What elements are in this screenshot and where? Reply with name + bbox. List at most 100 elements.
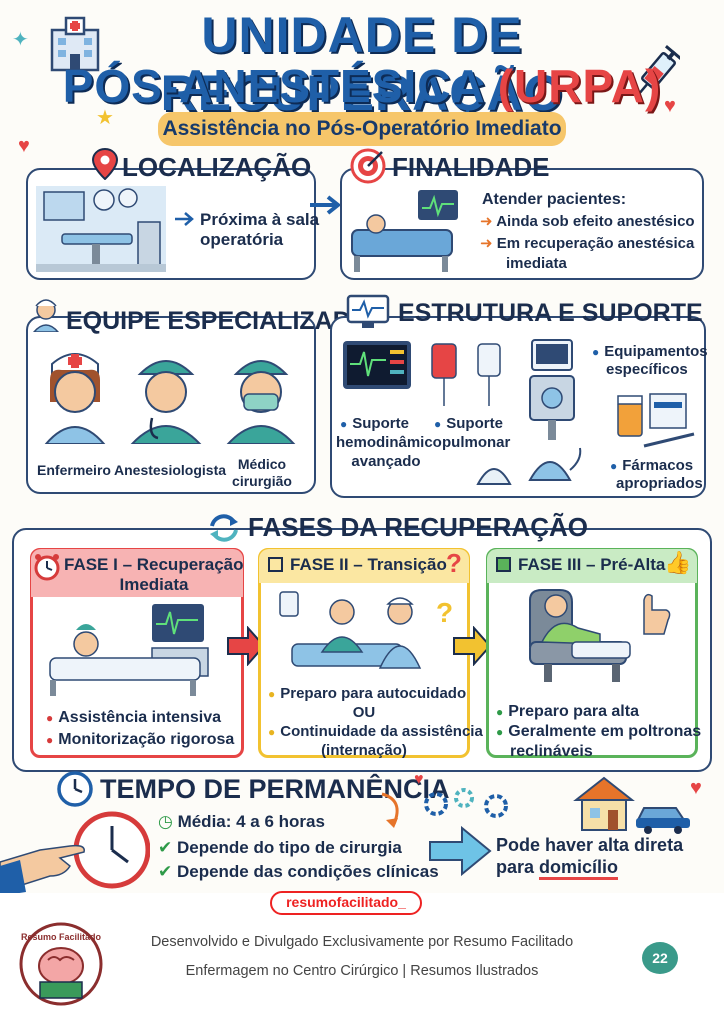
recliner-patient-illustration (529, 589, 671, 682)
estrutura-item3-line1: Equipamentos (592, 342, 707, 362)
page-subtitle: Assistência no Pós-Operatório Imediato (158, 112, 566, 146)
oxygen-masks-illustration (476, 447, 582, 485)
hand-clock-illustration (0, 811, 150, 896)
fase1-title-line1: FASE I – Recuperação (64, 555, 244, 574)
vitals-monitor-illustration (343, 341, 411, 389)
gears-icon (424, 788, 508, 818)
question-mark-icon: ? (446, 548, 462, 578)
finalidade-item2-line2: imediata (506, 255, 567, 272)
tempo-alta-text: para (496, 857, 540, 877)
tempo-alta-highlight: domicílio (539, 857, 619, 880)
arrow-icon: ➜ (480, 235, 497, 252)
finalidade-heading: FINALIDADE (392, 152, 550, 182)
finalidade-item1: ➜ Ainda sob efeito anestésico (480, 212, 695, 231)
tempo-alta-line2: para domicílio (496, 857, 619, 880)
alarm-clock-icon (34, 554, 60, 581)
patient-bed-illustration (351, 190, 458, 272)
tempo-item3-text: Depende das condições clínicas (176, 862, 439, 881)
finalidade-item2-text: Em recuperação anestésica (496, 235, 695, 252)
instagram-handle-badge: resumofacilitado_ (270, 891, 422, 915)
footer-line1: Desenvolvido e Divulgado Exclusivamente … (150, 934, 574, 950)
fase1-title-line2: Imediata (119, 575, 189, 594)
equipe-member-surgeon-line1: Médico (237, 456, 287, 472)
fase3-item1: Preparo para alta (496, 702, 639, 722)
fase2-or: OU (352, 704, 376, 721)
equipe-member-anesthesiologist: Anestesiologista (114, 462, 227, 478)
clock-icon (57, 771, 93, 807)
localizacao-text-line2: operatória (200, 230, 284, 249)
localizacao-heading: LOCALIZAÇÃO (122, 152, 312, 182)
surgeon-avatar (226, 360, 296, 444)
intensive-care-illustration (49, 604, 209, 696)
clock-icon: ◷ (158, 812, 178, 831)
finalidade-item1-text: Ainda sob efeito anestésico (496, 213, 695, 230)
heart-icon: ♥ (664, 95, 676, 117)
heart-icon: ♥ (18, 135, 30, 157)
curved-arrow-icon (381, 792, 399, 828)
refresh-cycle-icon (210, 514, 238, 542)
equipe-heading: EQUIPE ESPECIALIZADA (66, 307, 369, 335)
operating-room-illustration (36, 186, 166, 272)
fase1-item2: Monitorização rigorosa (46, 730, 234, 750)
house-car-illustration (573, 776, 690, 834)
medications-illustration (617, 393, 695, 448)
estrutura-item1-line2: hemodinâmico (336, 434, 442, 451)
finalidade-item2: ➜ Em recuperação anestésica (480, 234, 694, 253)
check-icon: ✔ (158, 862, 177, 881)
fase2-item1: Preparo para autocuidado (268, 684, 466, 704)
estrutura-item1-line3: avançado (351, 453, 421, 470)
localizacao-text-line1: Próxima à sala (200, 210, 320, 229)
tempo-item1-text: Média: 4 a 6 horas (177, 812, 325, 831)
nurse-avatar (44, 353, 106, 444)
heart-icon: ♥ (414, 771, 424, 788)
ventilator-illustration (529, 339, 575, 440)
heart-icon: ♥ (690, 777, 702, 799)
footer-line2: Enfermagem no Centro Cirúrgico | Resumos… (185, 963, 539, 979)
title-acronym: (URPA) (497, 60, 662, 112)
tempo-item1: ◷ Média: 4 a 6 horas (158, 812, 325, 831)
svg-text:?: ? (436, 597, 453, 628)
fase3-item2-line2: reclináveis (510, 743, 593, 760)
fase1-header (31, 549, 243, 597)
tempo-item2-text: Depende do tipo de cirurgia (176, 838, 402, 857)
fase1-item1: Assistência intensiva (46, 708, 221, 728)
tempo-item2: ✔ Depende do tipo de cirurgia (158, 838, 402, 857)
thumbs-up-icon: 👍 (664, 550, 692, 575)
page-title-line2: PÓS-ANESTÉSICA (URPA) (0, 58, 724, 114)
estrutura-item4-line1: Fármacos (610, 456, 693, 476)
hospital-icon (50, 16, 100, 72)
checkbox-icon (268, 557, 283, 572)
nurse-assisting-illustration: ? (279, 591, 453, 669)
arrow-right-icon (453, 626, 492, 666)
finalidade-panel (340, 168, 704, 280)
estrutura-item1-line1: Suporte (340, 414, 409, 434)
estrutura-item4-line2: apropriados (616, 475, 703, 492)
fases-heading: FASES DA RECUPERAÇÃO (248, 512, 588, 542)
nurse-icon (33, 299, 59, 332)
estrutura-heading: ESTRUTURA E SUPORTE (398, 299, 703, 327)
checkbox-icon (496, 557, 511, 572)
arrow-right-icon (227, 626, 266, 666)
target-icon (350, 148, 386, 184)
estrutura-item2-line1: Suporte (434, 414, 503, 434)
arrow-right-icon (310, 195, 342, 215)
anesthesiologist-avatar (130, 360, 202, 444)
monitor-icon (346, 294, 390, 328)
star-icon: ★ (96, 107, 114, 129)
fase2-title: FASE II – Transição (290, 555, 447, 574)
page-number: 22 (642, 942, 678, 974)
tempo-alta-line1: Pode haver alta direta (496, 835, 684, 855)
fase3-item2-line1: Geralmente em poltronas (496, 722, 701, 742)
fase2-item2-line1: Continuidade da assistência (268, 722, 483, 742)
iv-bags-illustration (431, 343, 501, 406)
fase2-header (259, 549, 469, 583)
equipe-member-nurse: Enfermeiro (37, 462, 111, 478)
arrow-right-icon (429, 826, 492, 876)
title-part: PÓS-ANESTÉSICA (62, 60, 498, 112)
sparkle-icon: ✦ (12, 29, 29, 51)
equipe-member-surgeon-line2: cirurgião (232, 473, 292, 489)
resumo-facilitado-logo: Resumo Facilitado (19, 922, 103, 1006)
check-icon: ✔ (158, 838, 177, 857)
arrow-right-icon (175, 212, 194, 226)
location-pin-icon (92, 148, 118, 180)
